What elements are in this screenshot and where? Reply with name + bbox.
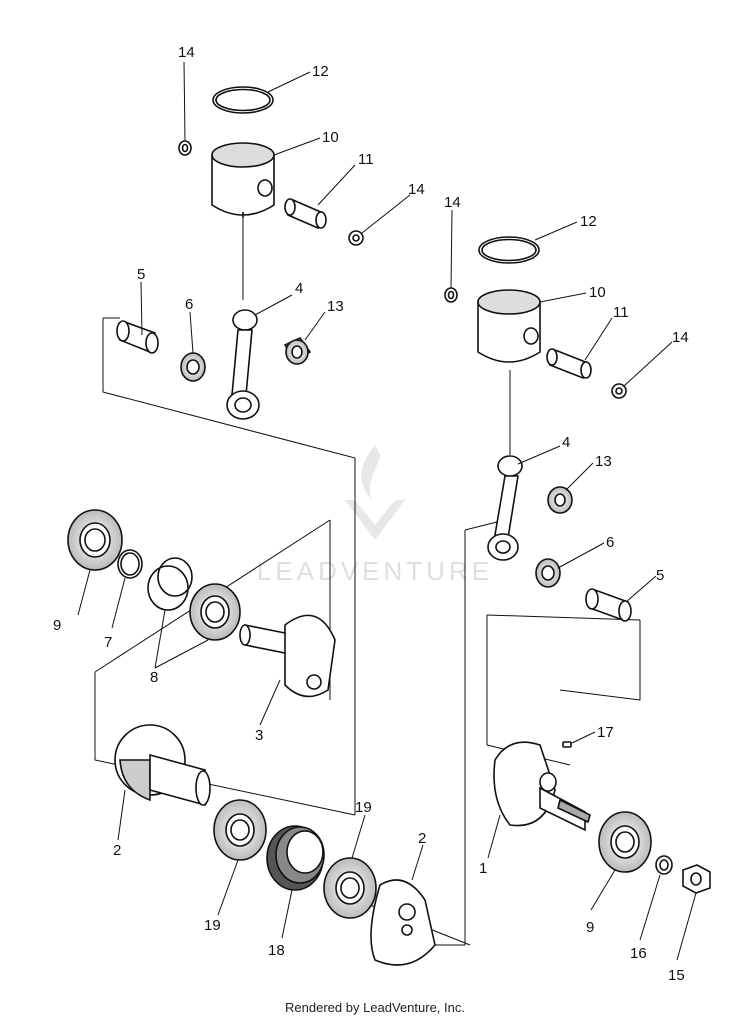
main-bearing-left <box>67 509 123 571</box>
callout-8: 8 <box>150 669 158 686</box>
callout-9: 9 <box>53 617 61 634</box>
piston-pin-clip-right-right <box>611 383 627 399</box>
piston-right <box>477 289 541 363</box>
callout-4: 4 <box>295 280 303 297</box>
piston-ring-right <box>478 236 540 264</box>
callout-14: 14 <box>178 44 195 61</box>
callout-13: 13 <box>327 298 344 315</box>
woodruff-key <box>562 741 572 748</box>
leader-lines <box>77 61 697 961</box>
callout-13: 13 <box>595 453 612 470</box>
callout-11: 11 <box>613 304 629 321</box>
callout-1: 1 <box>479 860 487 877</box>
callout-19: 19 <box>355 799 372 816</box>
crankshaft-half-left <box>239 614 336 698</box>
callout-6: 6 <box>606 534 614 551</box>
callout-2: 2 <box>418 830 426 847</box>
crank-main-bearing-left <box>189 583 241 641</box>
callout-7: 7 <box>104 634 112 651</box>
callout-12: 12 <box>312 63 329 80</box>
callout-6: 6 <box>185 296 193 313</box>
main-bearing-19-left <box>213 799 267 861</box>
callout-labels: 14 12 10 11 14 5 6 4 13 9 7 8 3 2 19 18 … <box>53 44 689 984</box>
crankshaft-web-right <box>370 879 436 966</box>
needle-bearing-left <box>283 336 312 365</box>
callout-14: 14 <box>408 181 425 198</box>
callout-18: 18 <box>268 942 285 959</box>
piston-left <box>211 142 275 218</box>
connecting-rod-right <box>487 455 523 561</box>
callout-2: 2 <box>113 842 121 859</box>
needle-bearing-right <box>547 486 573 514</box>
callout-4: 4 <box>562 434 570 451</box>
piston-pin-right <box>546 348 592 380</box>
crank-nut <box>682 864 711 894</box>
crankshaft-half-right <box>493 741 591 832</box>
watermark: LEADVENTURE <box>257 445 493 586</box>
callout-5: 5 <box>656 567 664 584</box>
main-bearing-19-right <box>323 857 377 919</box>
lock-washer <box>655 855 673 875</box>
callout-9: 9 <box>586 919 594 936</box>
callout-17: 17 <box>597 724 614 741</box>
piston-pin-left <box>284 198 327 230</box>
watermark-text: LEADVENTURE <box>257 556 493 586</box>
callout-15: 15 <box>668 967 685 984</box>
shim-left <box>117 549 143 579</box>
callout-10: 10 <box>322 129 339 146</box>
callout-3: 3 <box>255 727 263 744</box>
callout-19: 19 <box>204 917 221 934</box>
callout-10: 10 <box>589 284 606 301</box>
main-bearing-right <box>598 811 652 873</box>
snap-rings-left <box>147 557 193 611</box>
crankshaft-flywheel-left <box>114 724 211 807</box>
connecting-rod-left <box>226 309 260 420</box>
crank-bearing-right <box>535 558 561 588</box>
labyrinth-seal <box>266 825 325 891</box>
crank-pin-left <box>116 320 159 354</box>
callout-16: 16 <box>630 945 647 962</box>
crank-pin-right <box>585 588 632 622</box>
callout-12: 12 <box>580 213 597 230</box>
callout-14: 14 <box>672 329 689 346</box>
crank-bearing-left <box>180 352 206 382</box>
callout-11: 11 <box>358 151 374 168</box>
callout-5: 5 <box>137 266 145 283</box>
piston-pin-clip-left-right <box>348 230 364 246</box>
piston-ring-left <box>212 86 274 114</box>
piston-pin-clip-left-top <box>178 140 192 156</box>
left-assembly <box>67 86 471 966</box>
right-assembly <box>435 236 711 946</box>
callout-14: 14 <box>444 194 461 211</box>
footer-credit: Rendered by LeadVenture, Inc. <box>285 1000 465 1015</box>
piston-pin-clip-right-top <box>444 287 458 303</box>
